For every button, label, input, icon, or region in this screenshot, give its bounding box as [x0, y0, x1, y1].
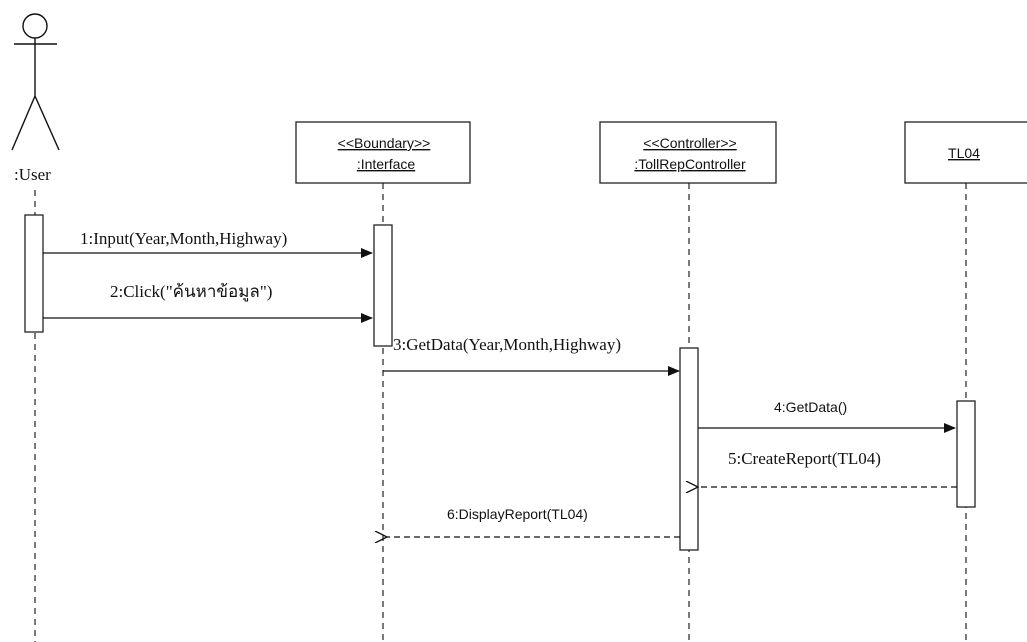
message-2-label: 2:Click("ค้นหาข้อมูล") — [110, 282, 272, 302]
actor-label: :User — [14, 165, 51, 184]
actor-head — [22, 13, 48, 39]
controller-name: :TollRepController — [634, 156, 746, 172]
message-6-label: 6:DisplayReport(TL04) — [447, 506, 588, 522]
controller-box — [599, 121, 777, 184]
user-actor: :User — [11, 13, 60, 184]
controller-activation — [679, 347, 699, 551]
message-5-label: 5:CreateReport(TL04) — [728, 449, 881, 468]
participant-tl04: TL04 — [904, 121, 1027, 184]
tl04-activation — [956, 400, 976, 508]
interface-box — [295, 121, 471, 184]
tl04-name: TL04 — [948, 145, 980, 161]
participant-controller: <<Controller>> :TollRepController — [599, 121, 777, 184]
user-activation — [24, 214, 44, 333]
participant-interface: <<Boundary>> :Interface — [295, 121, 471, 184]
interface-activation — [373, 224, 393, 347]
message-4-label: 4:GetData() — [774, 399, 847, 415]
message-3-label: 3:GetData(Year,Month,Highway) — [393, 335, 621, 354]
tl04-box — [904, 121, 1027, 184]
controller-stereotype: <<Controller>> — [643, 135, 736, 151]
actor-left-leg — [11, 95, 36, 151]
actor-right-leg — [34, 95, 60, 151]
interface-stereotype: <<Boundary>> — [338, 135, 431, 151]
interface-name: :Interface — [357, 156, 416, 172]
message-1-label: 1:Input(Year,Month,Highway) — [80, 229, 287, 248]
